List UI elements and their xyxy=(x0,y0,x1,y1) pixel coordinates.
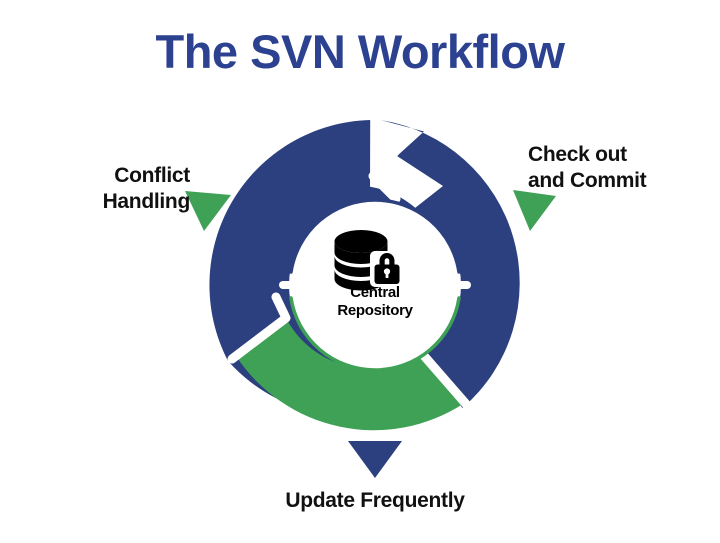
gap-lower-left xyxy=(227,292,291,364)
label-conflict-handling-line2: Handling xyxy=(102,189,191,213)
center-label-line2: Repository xyxy=(337,301,413,319)
segment-conflict-handling-shape xyxy=(209,120,371,361)
label-conflict-handling: Conflict Handling xyxy=(30,163,191,214)
label-checkout-and-commit-line1: Check out xyxy=(528,143,627,166)
segment-update-frequently xyxy=(236,318,463,431)
gap-top-chevron xyxy=(368,113,401,204)
label-conflict-handling-line1: Conflict xyxy=(114,164,190,187)
center-label-line1: Central xyxy=(350,284,400,301)
center-ring-green xyxy=(289,296,461,372)
label-checkout-and-commit-line2: and Commit xyxy=(528,168,647,192)
arrow-update-frequently xyxy=(348,441,402,478)
database-lock-icon xyxy=(334,230,404,291)
db-top-ellipse xyxy=(334,230,388,253)
arrow-checkout-commit xyxy=(513,190,556,231)
arrow-conflict-handling xyxy=(185,191,231,231)
padlock-shackle xyxy=(379,253,395,265)
padlock-icon xyxy=(370,251,404,287)
segment-update-frequently-arc xyxy=(236,318,463,431)
label-update-frequently-line1: Update Frequently xyxy=(285,489,465,512)
label-update-frequently: Update Frequently xyxy=(230,488,520,514)
center-ring-navy xyxy=(289,198,461,274)
page-title: The SVN Workflow xyxy=(155,25,565,78)
conflict-annulus xyxy=(209,120,371,361)
padlock-keyhole-stem xyxy=(385,271,389,278)
center-repository-label: Central Repository xyxy=(295,284,455,319)
label-checkout-and-commit: Check out and Commit xyxy=(528,142,708,193)
